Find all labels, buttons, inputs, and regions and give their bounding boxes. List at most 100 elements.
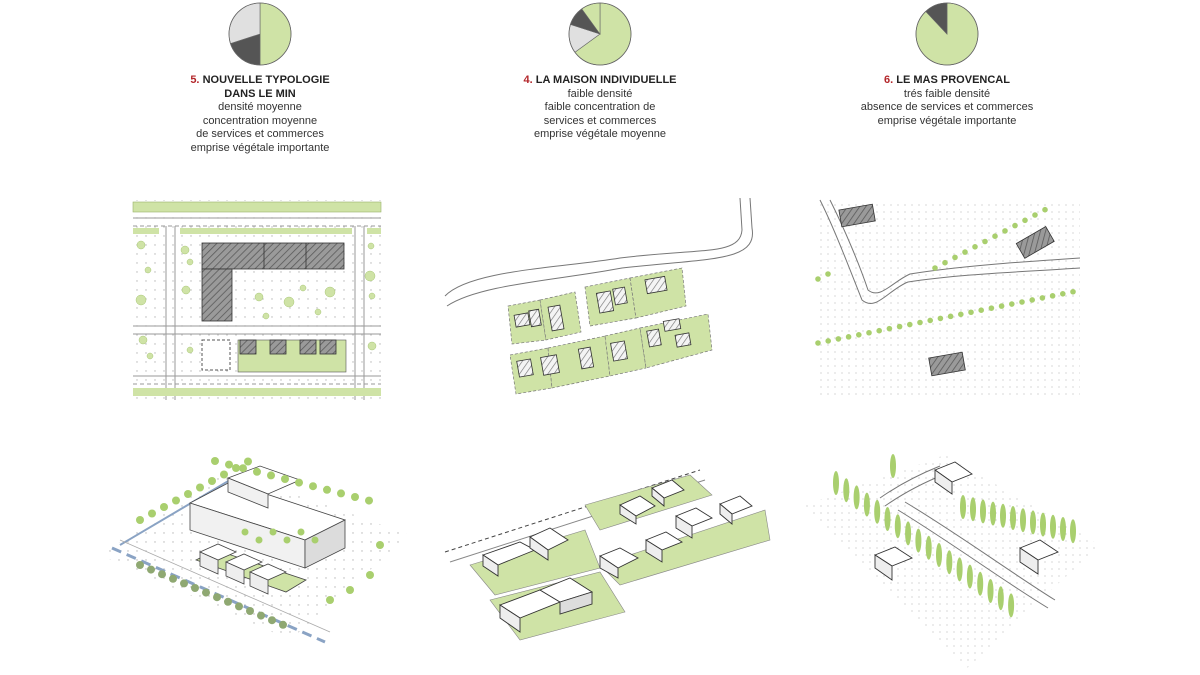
density-pie-chart	[568, 2, 632, 66]
tree-icon	[815, 276, 821, 282]
tree-icon	[1070, 288, 1076, 295]
tree-icon	[998, 303, 1005, 309]
tree-icon	[835, 336, 842, 342]
tree-icon	[1012, 222, 1018, 229]
typology-desc: de services et commerces	[196, 128, 324, 140]
axonometric-view-new-typology	[100, 457, 410, 644]
cypress-tree-icon	[925, 535, 932, 560]
tree-icon	[958, 311, 964, 318]
tree-icon	[191, 584, 199, 592]
tree-icon	[351, 493, 359, 501]
typology-title: NOUVELLE TYPOLOGIE	[202, 74, 330, 86]
cypress-tree-icon	[980, 499, 986, 524]
typology-title: LA MAISON INDIVIDUELLE	[535, 74, 677, 86]
tree-icon	[136, 516, 144, 524]
cypress-tree-icon	[915, 528, 922, 553]
cypress-tree-icon	[956, 557, 963, 582]
tree-icon	[1022, 217, 1028, 224]
tree-icon	[932, 265, 938, 271]
cypress-tree-icon	[905, 521, 912, 546]
cypress-tree-icon	[1000, 503, 1006, 528]
cypress-tree-icon	[1060, 517, 1066, 541]
typology-desc: emprise végétale moyenne	[533, 128, 667, 140]
tree-icon	[968, 309, 974, 316]
cypress-tree-icon	[990, 501, 996, 526]
tree-icon	[239, 464, 247, 473]
tree-icon	[202, 588, 210, 597]
tree-icon	[376, 541, 384, 549]
cypress-tree-icon	[894, 514, 901, 539]
tree-icon	[148, 509, 156, 518]
cypress-tree-icon	[843, 478, 850, 503]
typology-desc: faible densité	[567, 87, 633, 100]
tree-icon	[962, 249, 968, 255]
tree-icon	[886, 325, 893, 332]
tree-icon	[323, 485, 331, 494]
tree-icon	[907, 321, 913, 328]
tree-icon	[269, 528, 277, 536]
tree-icon	[952, 254, 958, 261]
cypress-tree-icon	[1050, 514, 1056, 539]
tree-icon	[1049, 293, 1056, 299]
tree-icon	[1009, 301, 1015, 307]
tree-icon	[815, 340, 821, 346]
typology-desc: emprise végétale importante	[190, 141, 330, 154]
cypress-tree-icon	[853, 485, 860, 510]
tree-icon	[172, 496, 180, 505]
cypress-tree-icon	[863, 492, 870, 517]
tree-icon	[845, 334, 852, 340]
tree-icon	[232, 464, 240, 472]
tree-icon	[253, 467, 261, 476]
tree-icon	[1060, 291, 1066, 297]
cypress-tree-icon	[936, 543, 942, 567]
tree-icon	[268, 616, 276, 625]
cypress-tree-icon	[987, 579, 994, 603]
cypress-tree-icon	[874, 499, 881, 524]
tree-icon	[947, 313, 954, 320]
tree-icon	[180, 579, 188, 588]
plan-view-mas-provencal	[815, 199, 1081, 400]
tree-icon	[1042, 206, 1048, 213]
tree-icon	[366, 571, 374, 579]
cypress-tree-icon	[966, 564, 973, 589]
plan-view-new-typology	[132, 200, 382, 400]
tree-icon	[337, 489, 345, 498]
tree-icon	[346, 586, 354, 594]
tree-icon	[825, 271, 831, 277]
tree-icon	[255, 536, 263, 544]
tree-icon	[311, 536, 319, 544]
typology-desc: emprise végétale importante	[877, 114, 1017, 127]
tree-icon	[326, 596, 334, 604]
tree-icon	[1032, 212, 1038, 218]
cypress-tree-icon	[1070, 519, 1076, 544]
typology-title: LE MAS PROVENCAL	[896, 74, 1010, 86]
tree-icon	[295, 478, 303, 487]
cypress-tree-icon	[977, 571, 984, 596]
tree-icon	[235, 602, 243, 611]
tree-icon	[1039, 295, 1046, 301]
typology-number: 4.	[523, 74, 533, 86]
typology-caption: 4. LA MAISON INDIVIDUELLE faible densité…	[450, 74, 750, 142]
typology-number: 5.	[190, 74, 200, 86]
typology-title-line2: DANS LE MIN	[224, 87, 296, 100]
tree-icon	[942, 259, 948, 266]
typology-desc: densité moyenne	[218, 101, 302, 113]
tree-icon	[220, 470, 228, 479]
typology-desc: absence de services et commerces	[860, 101, 1034, 113]
cypress-tree-icon	[884, 507, 891, 531]
tree-icon	[208, 477, 216, 485]
typology-number: 6.	[884, 74, 894, 86]
tree-icon	[1029, 297, 1035, 303]
cypress-tree-icon	[1040, 512, 1046, 537]
tree-icon	[937, 315, 944, 322]
tree-icon	[244, 457, 252, 466]
cypress-tree-icon	[1020, 508, 1026, 533]
axonometric-view-mas-provencal	[805, 454, 1100, 670]
tree-icon	[211, 457, 219, 465]
tree-icon	[856, 332, 862, 338]
tree-icon	[866, 329, 872, 336]
axonometric-view-individual-house	[444, 469, 771, 641]
tree-icon	[297, 528, 305, 536]
density-pie-chart	[915, 2, 979, 66]
